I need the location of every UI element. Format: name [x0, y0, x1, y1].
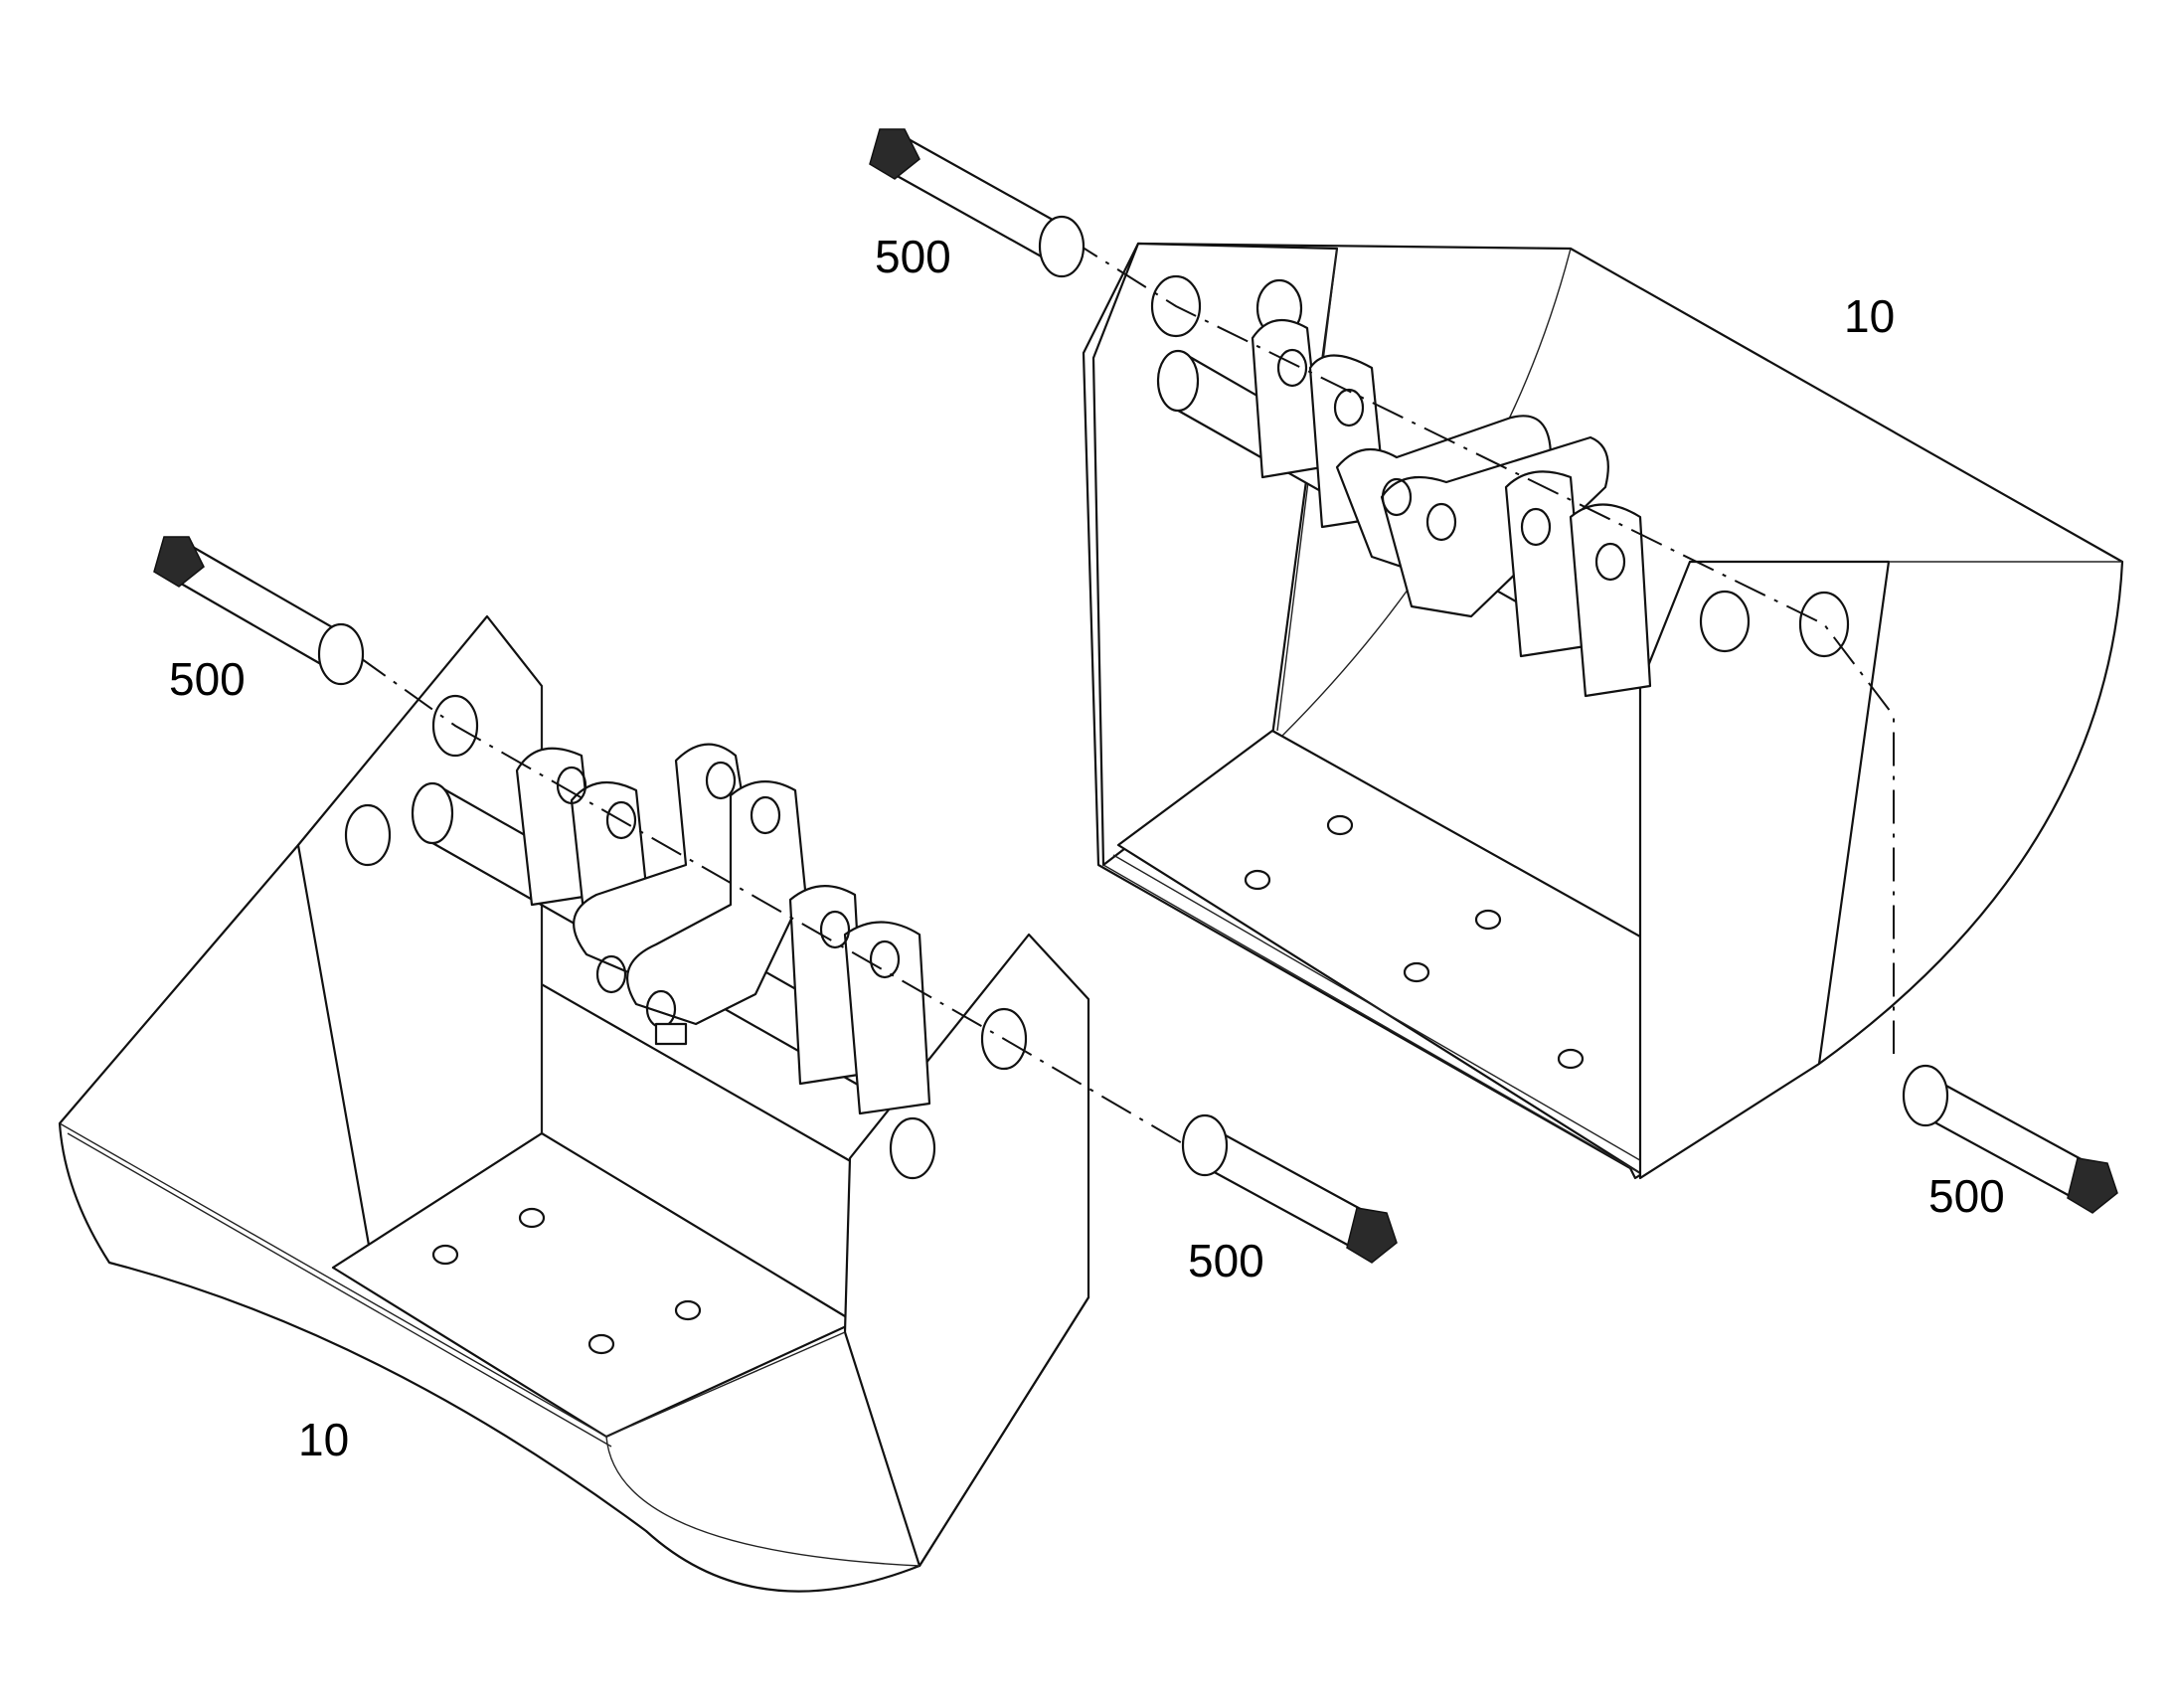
pin-mid-left [153, 536, 365, 686]
label-pin-top-left: 500 [875, 231, 951, 282]
bucket-right [1082, 242, 2124, 1180]
label-bucket-left: 10 [298, 1414, 350, 1465]
label-bucket-right: 10 [1844, 290, 1896, 342]
bucket-left [58, 614, 1090, 1593]
axis-lines [357, 238, 1895, 1159]
label-pin-bottom-right: 500 [1928, 1170, 2005, 1222]
pin-bottom-right [1902, 1064, 2118, 1214]
label-pin-mid-center: 500 [1188, 1235, 1264, 1286]
label-pin-mid-left: 500 [169, 653, 246, 705]
pin-mid-center [1181, 1113, 1398, 1264]
pin-top-left [869, 128, 1086, 278]
